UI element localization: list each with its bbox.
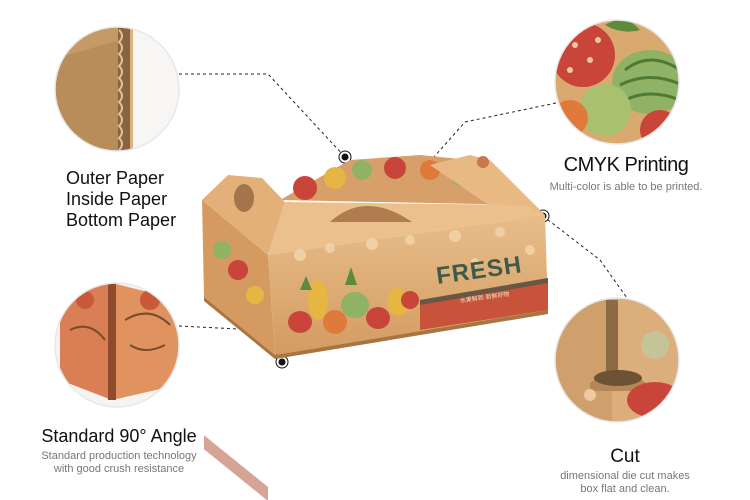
caption-cut-description-line-1: dimensional die cut makes bbox=[560, 470, 690, 482]
box-left-top-flap bbox=[202, 175, 285, 255]
caption-cmyk-printing: CMYK Printing Multi-color is able to be … bbox=[536, 154, 716, 195]
caption-paper-layers: Outer Paper Inside Paper Bottom Paper bbox=[66, 168, 176, 231]
leader-dot-angle bbox=[275, 355, 289, 369]
caption-angle-title: Standard 90° Angle bbox=[41, 426, 197, 446]
caption-standard-angle: Standard 90° Angle Standard production t… bbox=[14, 426, 224, 476]
caption-layer-inside: Inside Paper bbox=[66, 189, 168, 209]
caption-cut-description-line-2: box flat and clean. bbox=[580, 483, 670, 495]
caption-die-cut: Cut dimensional die cut makes box flat a… bbox=[530, 446, 720, 496]
caption-cut-title: Cut bbox=[610, 446, 640, 467]
box-left-end-print bbox=[204, 241, 268, 500]
corner-angle-detail bbox=[54, 282, 180, 408]
leader-line-layers bbox=[179, 73, 346, 158]
caption-cmyk-description: Multi-color is able to be printed. bbox=[549, 181, 703, 193]
box-front-band bbox=[420, 278, 548, 330]
leader-line-cmyk bbox=[410, 102, 557, 184]
caption-cmyk-title: CMYK Printing bbox=[563, 154, 689, 176]
caption-layer-bottom: Bottom Paper bbox=[66, 210, 177, 230]
gable-fruit-box: FRESH 水果鲜到 新鲜好物 bbox=[202, 155, 548, 500]
box-top-rim bbox=[268, 202, 545, 255]
caption-layer-outer: Outer Paper bbox=[66, 168, 165, 188]
fruit-print-detail bbox=[554, 19, 680, 145]
box-front-fruit-print bbox=[288, 267, 419, 334]
corrugated-edge-detail bbox=[54, 26, 180, 152]
box-top-handle-hole bbox=[330, 206, 412, 222]
caption-angle-description-line-1: Standard production technology bbox=[41, 450, 197, 462]
leader-line-cut bbox=[542, 215, 633, 306]
caption-angle-description-line-2: with good crush resistance bbox=[53, 463, 185, 475]
box-left-handle-hole bbox=[234, 184, 254, 212]
die-cut-detail bbox=[554, 297, 680, 423]
